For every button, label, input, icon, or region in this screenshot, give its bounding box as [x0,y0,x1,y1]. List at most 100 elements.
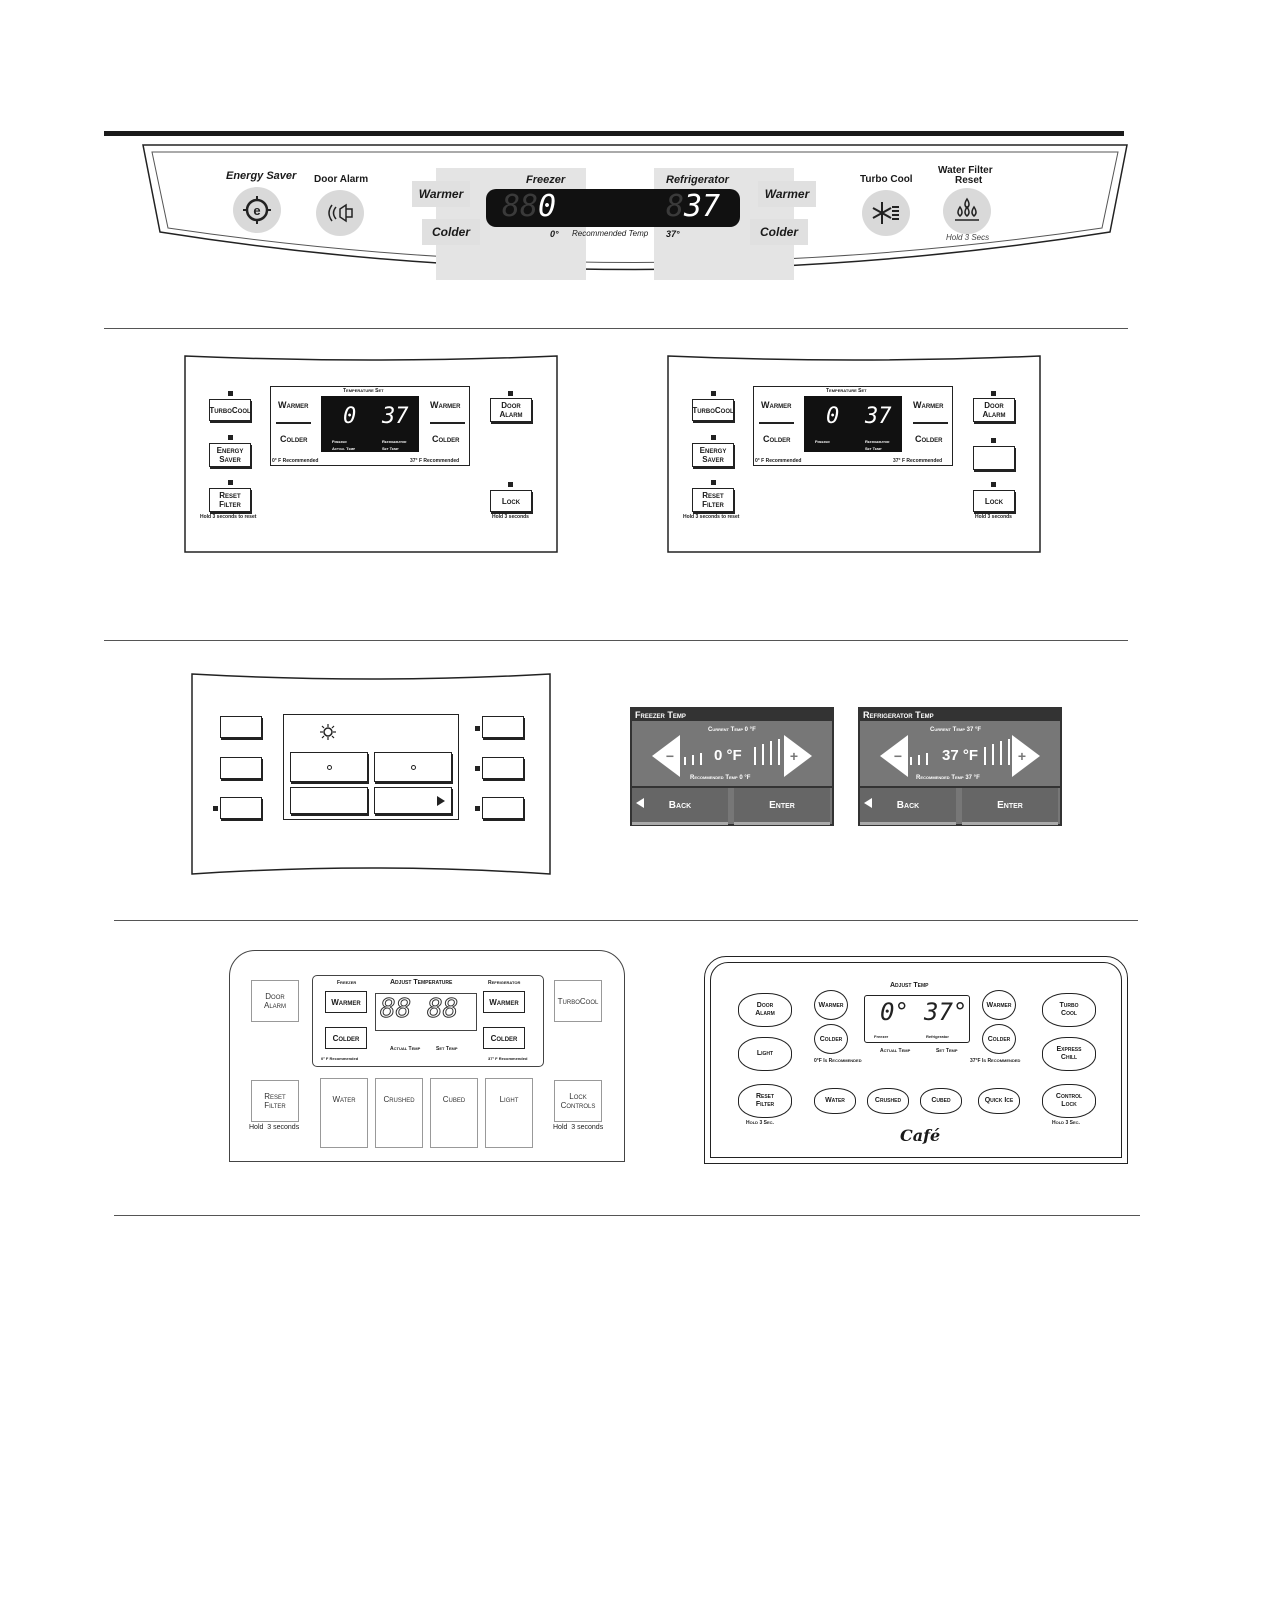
panel2a-door-led [508,391,513,396]
panel4b-crushed-button[interactable]: Crushed [867,1088,909,1114]
panel4a-water-button[interactable]: Water [320,1078,368,1148]
reset-label-2: Filter [702,500,724,509]
panel3a-led-left-3 [213,806,218,811]
panel1-door-alarm-label: Door Alarm [314,174,369,185]
panel4b-turbo-cool-button[interactable]: Turbo Cool [1042,993,1096,1027]
panel2a-rec-freezer: 0° F Recommended [272,458,319,464]
door-label-2: Alarm [499,410,523,419]
panel1-display [486,189,740,227]
panel4b-freezer-value: 0° [880,998,909,1026]
panel4a-lock-controls-button[interactable]: Lock Controls [554,1080,602,1122]
panel4b-cubed-button[interactable]: Cubed [920,1088,962,1114]
top-rule [104,131,1124,136]
panel3a-cell-4[interactable] [374,787,452,814]
panel4a-colder-right[interactable]: Colder [483,1027,525,1049]
turbo-cool-button[interactable] [862,190,910,236]
panel4a-door-alarm-button[interactable]: Door Alarm [251,980,299,1022]
panel4a-turbocool-button[interactable]: TurboCool [554,980,602,1022]
panel2a-rec-fridge: 37° F Recommended [410,458,460,464]
panel4b-light-button[interactable]: Light [738,1037,792,1071]
panel4a-display [375,993,477,1031]
freezer-colder-button[interactable]: Colder [422,219,480,245]
panel3a-button-right-3[interactable] [482,797,524,819]
panel4b-colder-left[interactable]: Colder [814,1024,848,1054]
panel4b-colder-right[interactable]: Colder [982,1024,1016,1054]
panel4b-warmer-left[interactable]: Warmer [814,990,848,1020]
fridge-enter-button[interactable]: Enter [962,788,1058,825]
panel2b-turbocool-button[interactable]: TurboCool [692,399,734,421]
panel3a-cell-1[interactable] [290,752,368,782]
panel4b-water-button[interactable]: Water [814,1088,856,1114]
panel2a-warmer-left[interactable]: Warmer [278,400,309,410]
panel3a-button-left-3[interactable] [220,797,262,819]
fridge-colder-button[interactable]: Colder [750,219,808,245]
fridge-back-button[interactable]: Back [860,788,956,825]
panel4b-warmer-right[interactable]: Warmer [982,990,1016,1020]
door-label-1: Door [501,401,521,410]
panel2a-colder-right[interactable]: Colder [432,434,460,444]
panel2b-colder-left[interactable]: Colder [763,434,791,444]
panel4a-warmer-right[interactable]: Warmer [483,991,525,1013]
panel3a-cell-2-dot [410,764,416,770]
panel2a-lock-button[interactable]: Lock [490,490,532,512]
panel3a-button-left-1[interactable] [220,716,262,738]
lock-label-2: Controls [560,1101,596,1110]
freezer-minus-icon[interactable]: − [652,735,680,777]
panel2b-blank-led [991,438,996,443]
panel2b-reset-filter-button[interactable]: Reset Filter [692,488,734,512]
panel4b-control-hold: Hold 3 Sec. [1052,1120,1080,1126]
door-alarm-icon [328,203,353,223]
panel3a-button-right-2[interactable] [482,757,524,779]
turbo-label-1: Turbo [1059,1002,1079,1009]
freezer-back-button[interactable]: Back [632,788,728,825]
fridge-minus-icon[interactable]: − [880,735,908,777]
panel2a-door-alarm-button[interactable]: Door Alarm [490,398,532,422]
freezer-enter-button[interactable]: Enter [734,788,830,825]
door-alarm-button[interactable] [316,190,364,236]
panel2b-temperature-set: Temperature Set [826,388,867,394]
svg-text:−: − [894,748,902,764]
panel2a-turbocool-button[interactable]: TurboCool [209,399,251,421]
panel2a-colder-left[interactable]: Colder [280,434,308,444]
freezer-warmer-button[interactable]: Warmer [412,181,470,207]
water-filter-reset-button[interactable] [943,188,991,234]
panel2b-energy-saver-button[interactable]: Energy Saver [692,443,734,467]
panel4b-adjust-label: Adjust Temp [890,982,929,989]
panel4b-quick-ice-button[interactable]: Quick Ice [978,1088,1020,1114]
panel4a-light-button[interactable]: Light [485,1078,533,1148]
panel3a-sun-icon [320,724,336,740]
energy-saver-button[interactable]: e [233,187,281,233]
panel2b-reset-hold: Hold 3 seconds to reset [683,514,740,520]
panel4b-reset-filter-button[interactable]: Reset Filter [738,1084,792,1118]
panel3a-cell-3[interactable] [290,787,368,814]
panel3a-cell-2[interactable] [374,752,452,782]
panel3a-button-right-1[interactable] [482,716,524,738]
panel2a-warmer-right[interactable]: Warmer [430,400,461,410]
panel2b-colder-right[interactable]: Colder [915,434,943,444]
panel4a-lock-hold: Hold 3 seconds [553,1124,604,1131]
panel4b-express-chill-button[interactable]: Express Chill [1042,1037,1096,1071]
freezer-plus-icon[interactable]: + [784,735,812,777]
panel2a-reset-filter-button[interactable]: Reset Filter [209,488,251,512]
panel4a-crushed-button[interactable]: Crushed [375,1078,423,1148]
panel4b-fridge-small: Refrigerator [926,1034,949,1039]
panel2b-lock-button[interactable]: Lock [973,490,1015,512]
panel4b-set-temp: Set Temp [936,1048,958,1054]
panel2a-temp-frame [270,386,470,466]
panel2b-door-alarm-button[interactable]: Door Alarm [973,398,1015,422]
fridge-plus-icon[interactable]: + [1012,735,1040,777]
panel4b-control-lock-button[interactable]: Control Lock [1042,1084,1096,1118]
panel3a-button-left-2[interactable] [220,757,262,779]
panel4a-cubed-button[interactable]: Cubed [430,1078,478,1148]
panel4a-reset-filter-button[interactable]: Reset Filter [251,1080,299,1122]
fridge-warmer-button[interactable]: Warmer [758,181,816,207]
panel2b-blank-button[interactable] [973,446,1015,470]
panel2a-energy-saver-button[interactable]: Energy Saver [209,443,251,467]
panel4a-colder-left[interactable]: Colder [325,1027,367,1049]
panel4b-door-alarm-button[interactable]: Door Alarm [738,993,792,1027]
panel4a-adjust-label: Adjust Temperature [390,979,453,986]
panel2b-warmer-left[interactable]: Warmer [761,400,792,410]
panel2b-warmer-right[interactable]: Warmer [913,400,944,410]
panel4a-temp-frame [312,975,544,1067]
panel4a-warmer-left[interactable]: Warmer [325,991,367,1013]
